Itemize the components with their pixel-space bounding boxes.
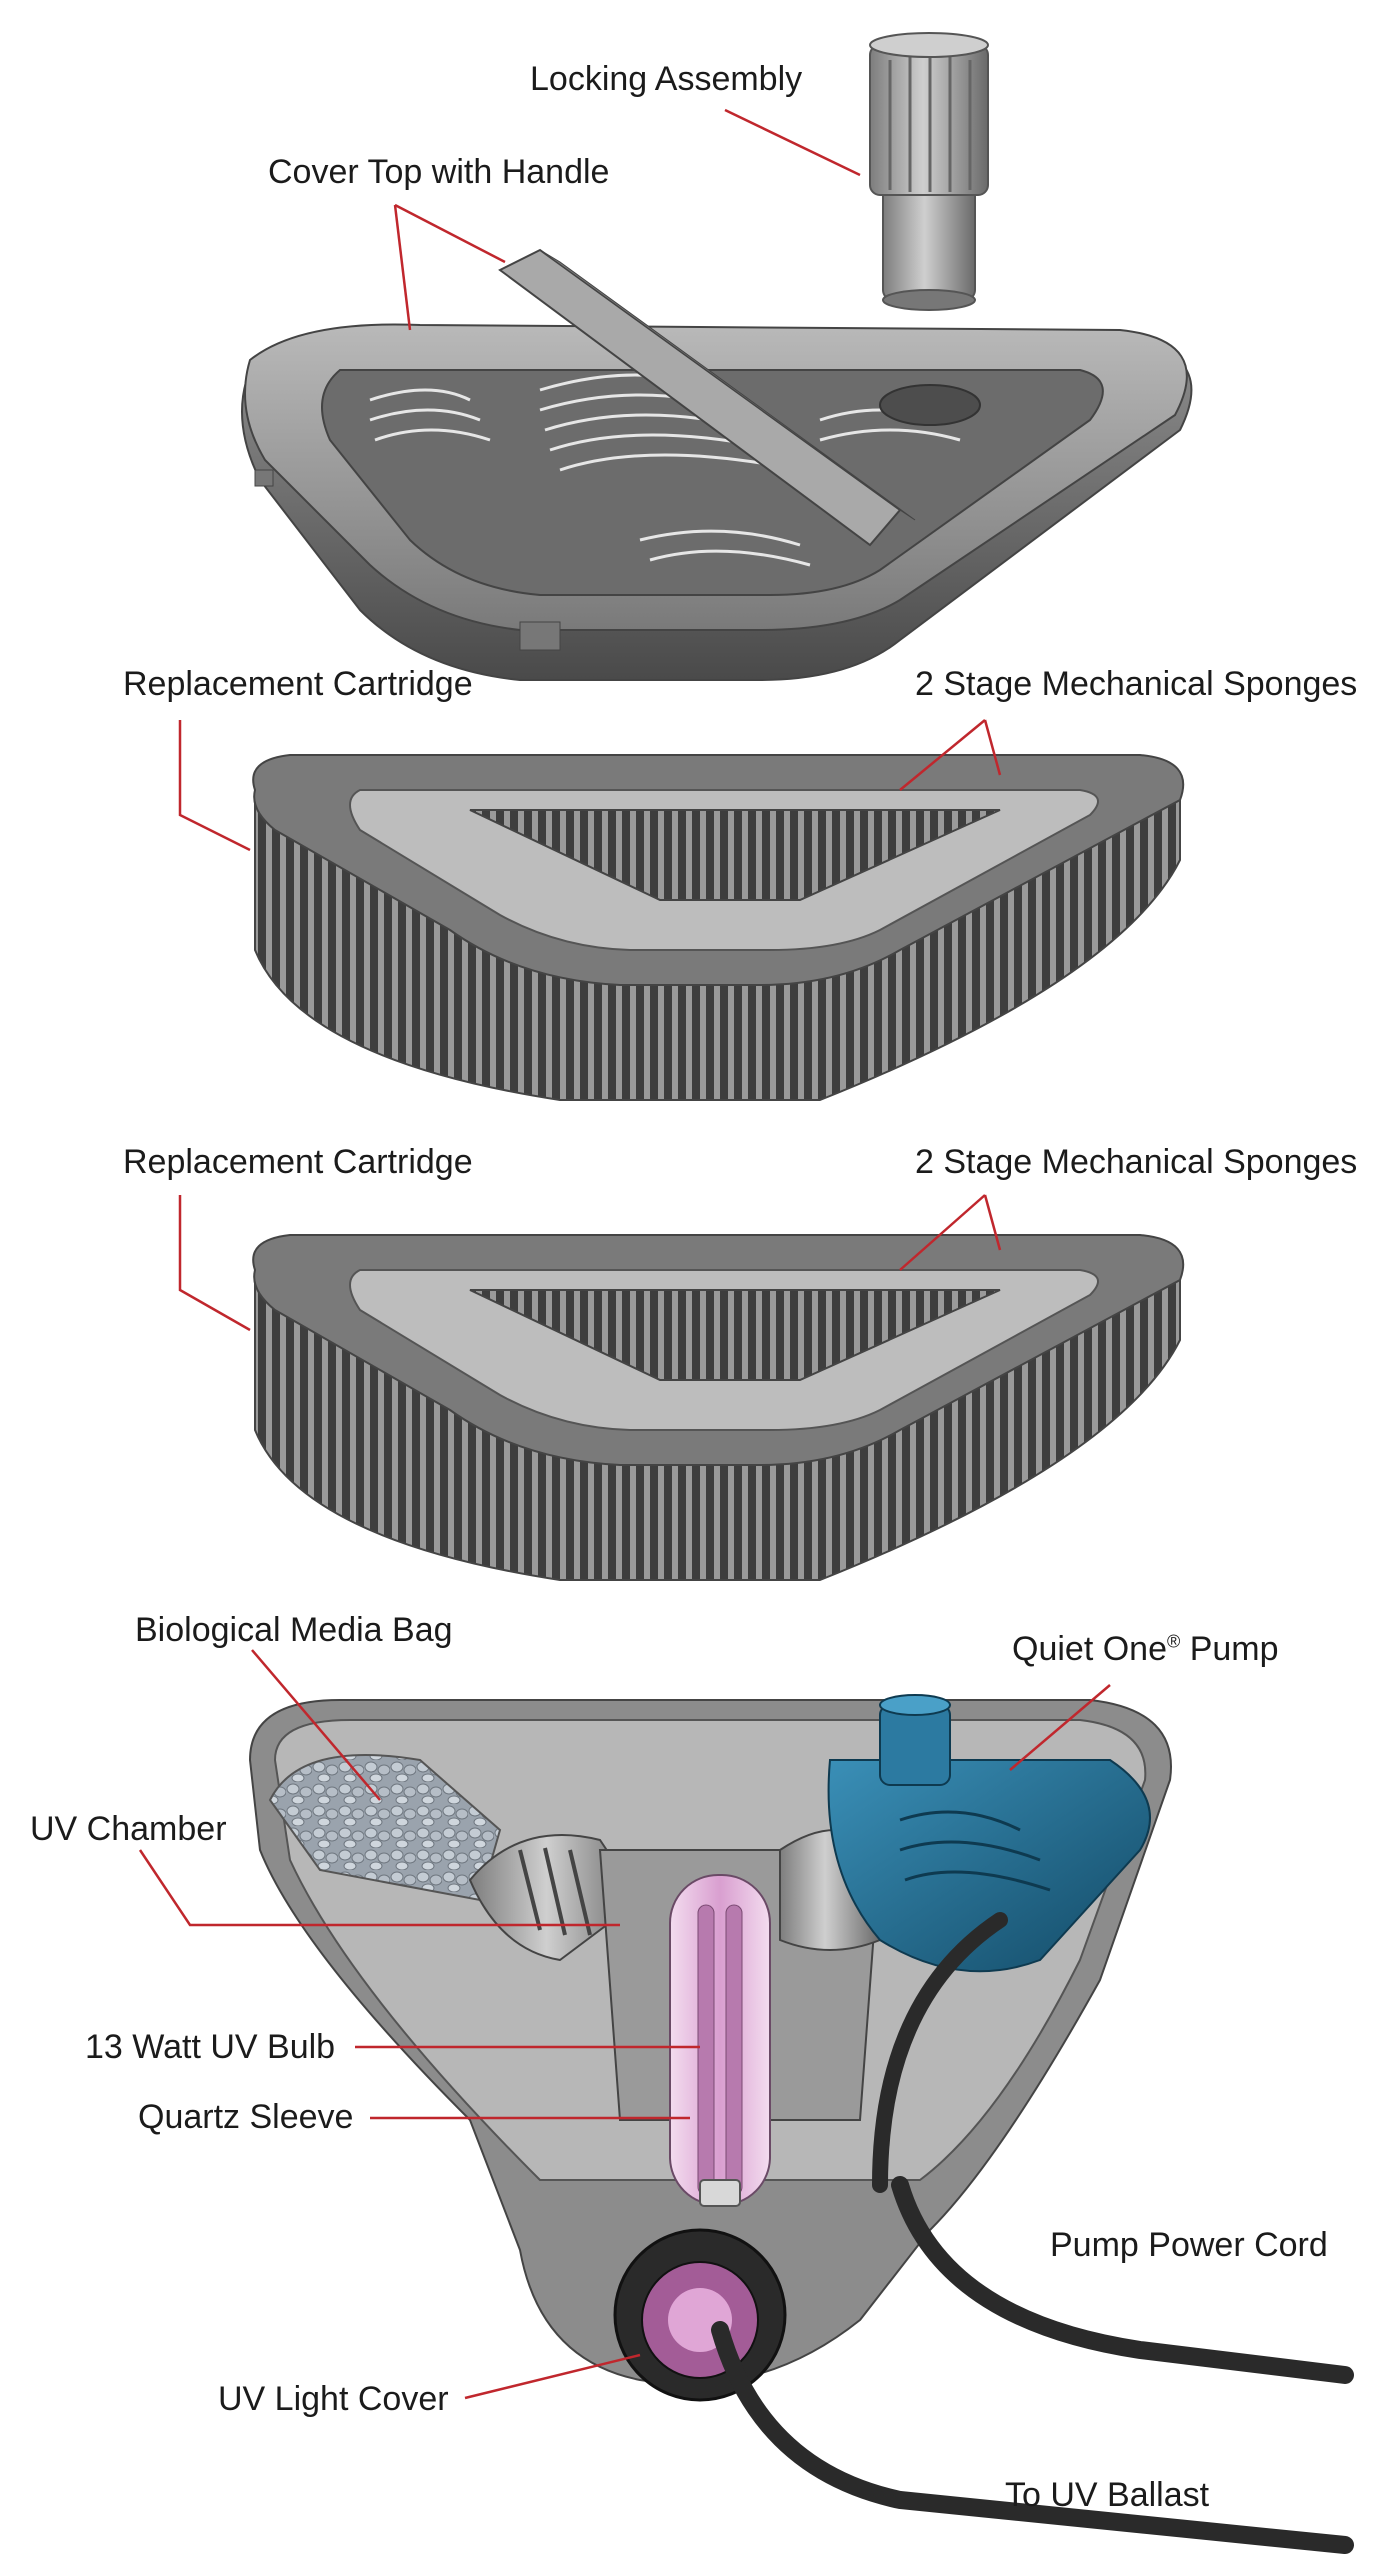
label-quartz-sleeve: Quartz Sleeve [138, 2100, 353, 2134]
label-locking-assembly: Locking Assembly [530, 62, 802, 96]
label-pump-cord: Pump Power Cord [1050, 2228, 1328, 2262]
label-pump-word: Pump [1180, 1630, 1278, 1668]
label-pump: Quiet One® Pump [1012, 1632, 1279, 1666]
label-pump-name: Quiet One [1012, 1630, 1167, 1668]
cover-top-part [242, 250, 1191, 680]
label-replacement-cartridge-2: Replacement Cartridge [123, 1145, 473, 1179]
label-uv-ballast: To UV Ballast [1005, 2478, 1209, 2512]
label-sponges-1: 2 Stage Mechanical Sponges [915, 667, 1357, 701]
label-pump-reg: ® [1167, 1632, 1180, 1652]
label-cover-top: Cover Top with Handle [268, 155, 609, 189]
label-replacement-cartridge-1: Replacement Cartridge [123, 667, 473, 701]
label-sponges-2: 2 Stage Mechanical Sponges [915, 1145, 1357, 1179]
label-bio-media-bag: Biological Media Bag [135, 1613, 453, 1647]
label-uv-light-cover: UV Light Cover [218, 2382, 449, 2416]
replacement-cartridge-2-part [253, 1235, 1183, 1580]
label-uv-chamber: UV Chamber [30, 1812, 227, 1846]
replacement-cartridge-1-part [253, 755, 1183, 1100]
label-uv-bulb: 13 Watt UV Bulb [85, 2030, 335, 2064]
locking-assembly-part [870, 33, 988, 310]
